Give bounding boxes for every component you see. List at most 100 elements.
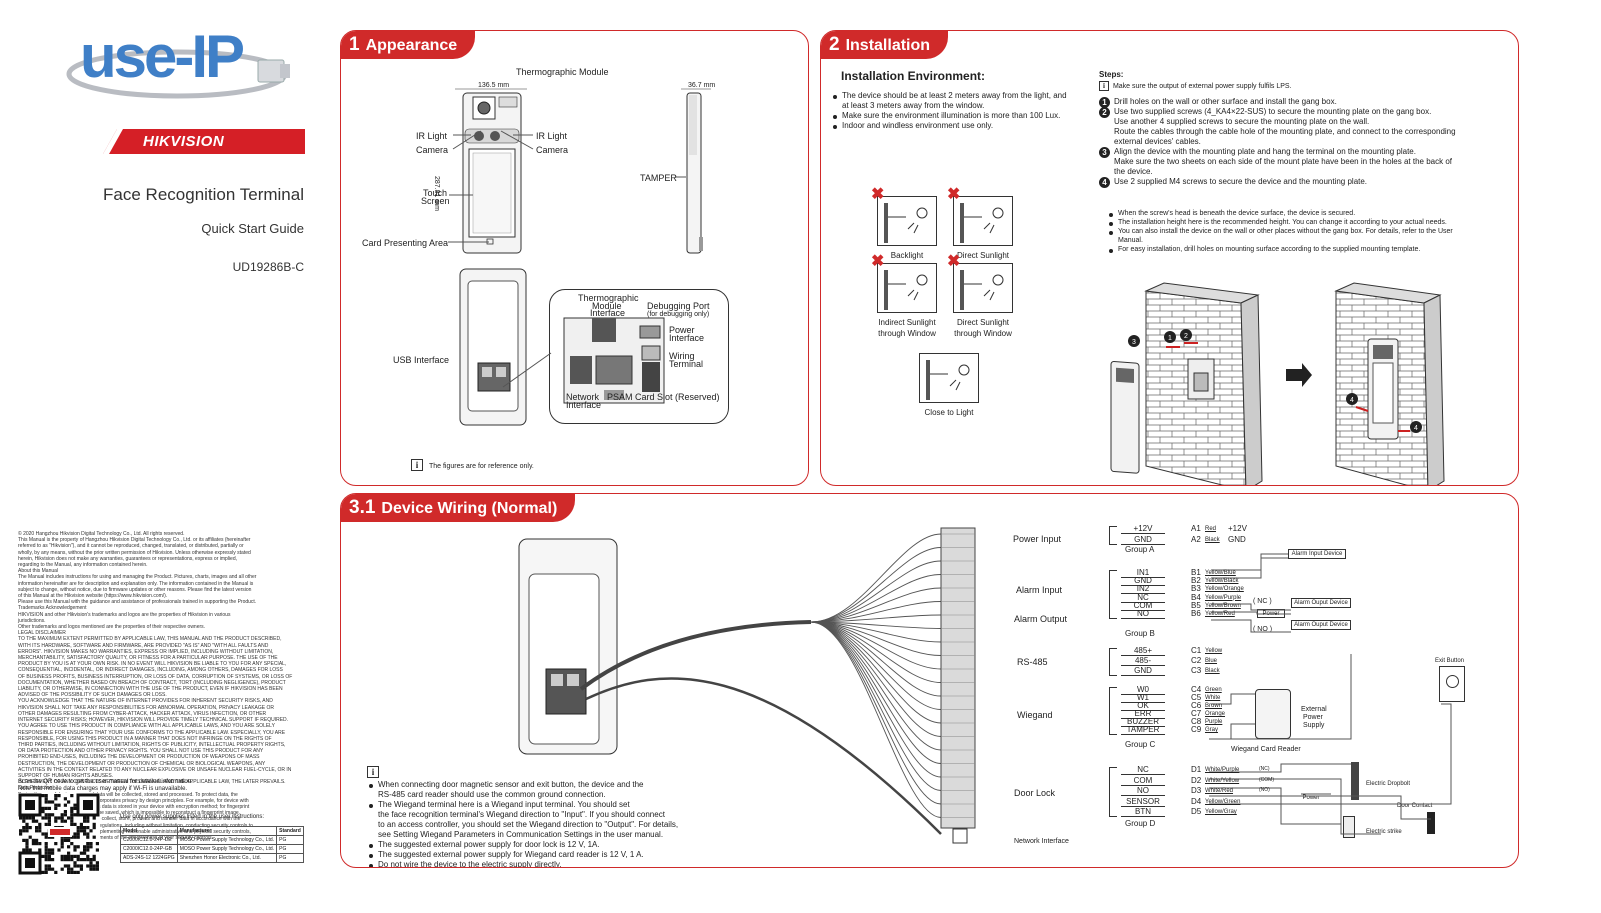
forbidden-x-icon: ✖ xyxy=(947,186,961,203)
legal-line: subject to change, without notice, due t… xyxy=(18,586,252,593)
pin-signal: GND xyxy=(1121,576,1165,587)
step-number: 3 xyxy=(1099,147,1110,158)
appearance-note: i The figures are for reference only. xyxy=(411,459,534,473)
tab-number: 3.1 xyxy=(349,497,376,518)
pin-id: C4 xyxy=(1191,685,1202,694)
no-label: ( NO ) xyxy=(1253,626,1273,633)
exit-button[interactable] xyxy=(1439,666,1465,702)
table-cell: Shenzhen Honor Electronic Co., Ltd. xyxy=(176,853,278,863)
step-number: 4 xyxy=(1099,177,1110,188)
legal-line: PROHIBITED END-USES, INCLUDING THE DEVEL… xyxy=(18,754,260,761)
step-row: Route the cables through the cable hole … xyxy=(1099,127,1509,137)
pin-id: B3 xyxy=(1191,584,1201,594)
info-icon: i xyxy=(1099,81,1109,91)
network-interface-2: Interface xyxy=(566,400,602,410)
pin-id: C3 xyxy=(1191,666,1202,675)
legal-line: OTHER DAMAGES RESULTING FROM CYBER-ATTAC… xyxy=(18,710,267,717)
legal-line: applicable data protection laws and regu… xyxy=(18,822,253,829)
table-cell: PG xyxy=(276,844,304,854)
pin-id: C7 xyxy=(1191,709,1202,718)
legal-line: referred to as "Hikvision"), and it cann… xyxy=(18,543,244,550)
table-row: Model Manufacturer Standard xyxy=(120,826,304,836)
steps-title: Steps: xyxy=(1099,70,1124,79)
step-number: 2 xyxy=(1099,107,1110,118)
legal-line: ADVISED OF THE POSSIBILITY OF SUCH DAMAG… xyxy=(18,692,167,699)
env-icon-label: Close to Light xyxy=(924,408,974,417)
alarm-output-device-1: Alarm Ouput Device xyxy=(1291,598,1351,608)
qr-code xyxy=(18,793,100,875)
legal-line: regarding to the Manual, any information… xyxy=(18,562,148,569)
list-item: Make sure the environment illumination i… xyxy=(831,111,1091,121)
list-item: The installation height here is the reco… xyxy=(1107,218,1507,227)
step-text: external devices' cables. xyxy=(1114,137,1201,146)
pin-signal: 485- xyxy=(1121,656,1165,666)
list-item: Indoor and windless environment use only… xyxy=(831,121,1091,131)
list-item: You can also install the device on the w… xyxy=(1107,227,1507,236)
dim-depth: 36.7 mm xyxy=(688,82,716,89)
card-area-label: Card Presenting Area xyxy=(362,238,449,248)
wiring-terminal-1: Wiring xyxy=(669,351,695,361)
wiegand-reader-label: Wiegand Card Reader xyxy=(1231,746,1301,753)
legal-line: development of Hikvision devices incorpo… xyxy=(18,797,249,804)
table-cell: PG xyxy=(276,853,304,863)
svg-text:2: 2 xyxy=(1184,333,1188,340)
zoom-thermo-1: Thermographic xyxy=(578,293,639,303)
pin-signal: IN2 xyxy=(1121,584,1165,595)
pin-id: C5 xyxy=(1191,693,1202,702)
list-item: at least 3 meters away from the window. xyxy=(842,101,985,110)
psam-label: PSAM Card Slot (Reserved) xyxy=(607,392,720,402)
legal-line: wholly, by any means, without the prior … xyxy=(18,549,251,556)
pin-color: Yellow/Purple xyxy=(1205,594,1242,601)
table-header: Manufacturer xyxy=(176,826,278,836)
table-cell: ADS-24S-12 1224GPG xyxy=(120,853,178,863)
pin-color: Green xyxy=(1205,687,1222,693)
brand-text: HIKVISION xyxy=(143,133,225,150)
pin-signal: BTN xyxy=(1121,807,1165,817)
button-circle-icon xyxy=(1446,675,1459,688)
legal-line: OF BUSINESS PROFITS, BUSINESS INTERRUPTI… xyxy=(18,673,293,680)
legal-line: Other trademarks and logos mentioned are… xyxy=(18,624,206,631)
pin-color: Orange xyxy=(1205,711,1226,717)
info-icon: i xyxy=(367,766,379,778)
qr-note-line-1: Scan the QR code to get the user manual … xyxy=(18,779,193,785)
pin-color: Purple xyxy=(1205,719,1223,725)
legal-line: LEGAL DISCLAIMER xyxy=(18,630,66,637)
ext-power-1: External xyxy=(1301,706,1327,713)
pin-color: White/Yellow xyxy=(1205,777,1240,784)
bracket-icon xyxy=(1109,648,1117,676)
pin-color: White/Red xyxy=(1205,788,1234,794)
pin-signal: +12V xyxy=(1121,524,1165,534)
note-text: The figures are for reference only. xyxy=(428,463,534,470)
debug-note: (for debugging only) xyxy=(647,311,710,318)
pin-id: A1 xyxy=(1191,524,1201,533)
step-number: 1 xyxy=(1099,97,1110,108)
pin-id: B6 xyxy=(1191,609,1201,618)
ext-power-3: Supply xyxy=(1303,722,1325,729)
pin-signal: COM xyxy=(1121,776,1165,786)
pin-color: Yellow/Red xyxy=(1205,611,1235,617)
pin-extra: (NC) xyxy=(1259,766,1270,772)
power-input-label: Power Input xyxy=(1013,534,1062,544)
screen-label: Screen xyxy=(421,196,450,206)
env-icon-label: Direct Sunlight through Window xyxy=(954,318,1012,338)
ext-power-2: Power xyxy=(1303,714,1323,721)
legal-line: © 2020 Hangzhou Hikvision Digital Techno… xyxy=(18,531,185,537)
rs485-label: RS-485 xyxy=(1017,657,1048,667)
device-back-view xyxy=(459,268,527,426)
table-cell: MOSO Power Supply Technology Co., Ltd. xyxy=(176,835,278,845)
pin-id: C2 xyxy=(1191,656,1202,665)
legal-line: TO THE MAXIMUM EXTENT PERMITTED BY APPLI… xyxy=(18,636,282,643)
cover-model: UD19286B-C xyxy=(232,260,304,274)
env-icon-card xyxy=(877,196,937,246)
nc-label: ( NC ) xyxy=(1253,598,1272,605)
ir-light-right-label: IR Light xyxy=(536,131,568,141)
legal-line: This Manual is the property of Hangzhou … xyxy=(18,537,251,544)
list-item: see Setting Wiegand Parameters in Commun… xyxy=(378,830,664,839)
table-cell: PG xyxy=(276,835,304,845)
network-interface-label: Network Interface xyxy=(1014,838,1069,845)
pin-signal: SENSOR xyxy=(1121,797,1165,807)
